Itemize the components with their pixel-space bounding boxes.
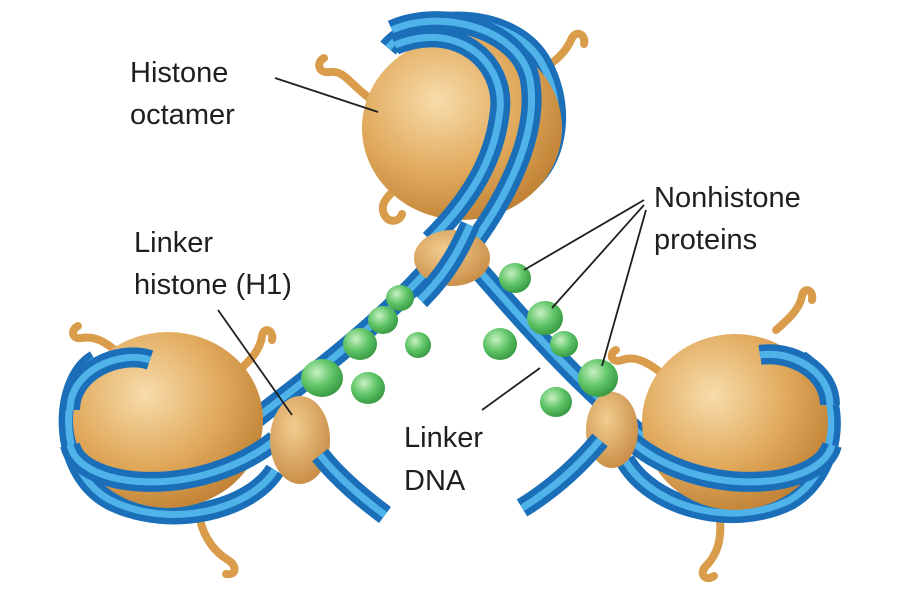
histone-tail [772, 286, 817, 334]
nonhistone-protein [386, 285, 414, 311]
label-linker-dna-2: DNA [404, 465, 466, 497]
histone-tail [315, 54, 376, 104]
nonhistone-protein [368, 306, 398, 334]
nonhistone-protein [483, 328, 517, 360]
label-linker-histone-1: Linker [134, 227, 213, 259]
leader-histone-octamer [274, 77, 379, 113]
nonhistone-protein [550, 331, 578, 357]
leader-linker-dna [481, 367, 541, 411]
dna-strand [390, 17, 535, 263]
histone-tail [236, 326, 277, 374]
dna-strand [317, 452, 388, 518]
leader-lines [217, 77, 647, 416]
dna-strand [66, 437, 278, 486]
dna-strand [759, 350, 834, 406]
nonhistone-protein [405, 332, 431, 358]
top-nucleosome [315, 11, 589, 267]
dna-strand [417, 223, 474, 303]
leader-nonhistone-1 [523, 199, 645, 271]
nonhistone-protein [343, 328, 377, 360]
label-linker-dna-1: Linker [404, 422, 483, 454]
nonhistone-protein [499, 263, 531, 293]
label-linker-histone-2: histone (H1) [134, 269, 292, 301]
label-histone-octamer-2: octamer [130, 99, 235, 131]
leader-nonhistone-3 [601, 209, 647, 367]
nonhistone-protein [540, 387, 572, 417]
nonhistone-proteins [301, 263, 618, 417]
right-nucleosome [607, 286, 842, 583]
labels: Histone octamer Linker histone (H1) Nonh… [130, 57, 801, 497]
histone-tail [607, 346, 664, 376]
histone-tail [196, 516, 239, 579]
dna-strand [627, 437, 836, 486]
dna-strand [66, 353, 152, 411]
label-nonhistone-1: Nonhistone [654, 182, 801, 214]
nonhistone-protein [351, 372, 385, 404]
label-nonhistone-2: proteins [654, 224, 757, 256]
histone-tail [698, 516, 725, 583]
nonhistone-protein [527, 301, 563, 335]
nonhistone-protein [578, 359, 618, 397]
dna-strand [520, 437, 603, 511]
label-histone-octamer-1: Histone [130, 57, 228, 89]
leader-linker-histone [217, 309, 293, 416]
histone-tail [69, 322, 124, 359]
nonhistone-protein [301, 359, 343, 397]
leader-nonhistone-2 [551, 204, 645, 309]
left-nucleosome [58, 322, 284, 579]
dna-strand [393, 33, 504, 243]
